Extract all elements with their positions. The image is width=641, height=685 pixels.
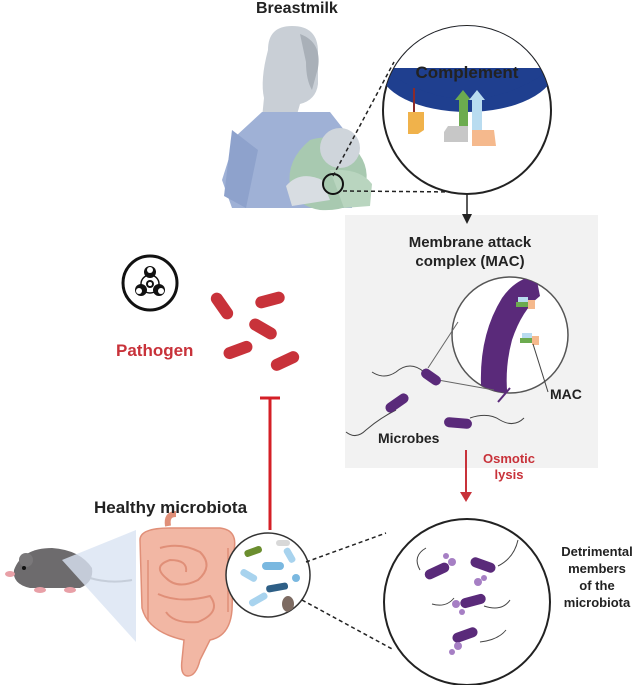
- intestine-illustration: [139, 511, 236, 677]
- zoom-projection: [62, 530, 136, 642]
- osmotic-line1: Osmotic: [482, 451, 535, 466]
- microbes-bodies: [385, 368, 472, 429]
- detrimental-zoom-lines: [301, 532, 395, 651]
- mac-zoom-circle: [451, 276, 569, 403]
- microbe-group: [345, 365, 525, 436]
- microbes-label: Microbes: [378, 430, 440, 446]
- osmotic-lysis-label: Osmotic lysis: [474, 451, 544, 483]
- healthy-microbiota-label: Healthy microbiota: [94, 498, 248, 517]
- breastmilk-label: Breastmilk: [256, 0, 338, 17]
- detrimental-line1: Detrimental: [561, 544, 633, 559]
- arrow-complement-to-mac: [462, 194, 472, 224]
- mac-title-line2: complex (MAC): [415, 253, 525, 270]
- complement-circle: [382, 25, 552, 195]
- osmotic-line2: lysis: [494, 467, 524, 482]
- detrimental-circle: [383, 518, 551, 685]
- detrimental-line3: of the: [579, 578, 615, 593]
- detrimental-line2: members: [568, 561, 626, 576]
- gut-microbiota-circle: [225, 532, 311, 618]
- mac-title: Membrane attack complex (MAC): [360, 233, 580, 271]
- mother-baby-illustration: [222, 26, 372, 211]
- detrimental-members-label: Detrimental members of the microbiota: [554, 543, 640, 611]
- complement-label: Complement: [416, 63, 519, 82]
- pathogen-bacteria: [210, 291, 300, 371]
- detrimental-line4: microbiota: [563, 595, 631, 610]
- biohazard-icon: [121, 254, 179, 312]
- mac-label: MAC: [550, 386, 582, 402]
- osmotic-lysis-arrow: [460, 450, 472, 502]
- mac-zoom-lines: [427, 321, 495, 391]
- pathogen-label: Pathogen: [116, 341, 194, 360]
- complement-zoom-lines: [332, 61, 457, 193]
- mac-title-line1: Membrane attack: [408, 234, 532, 251]
- inhibition-line: [260, 396, 280, 530]
